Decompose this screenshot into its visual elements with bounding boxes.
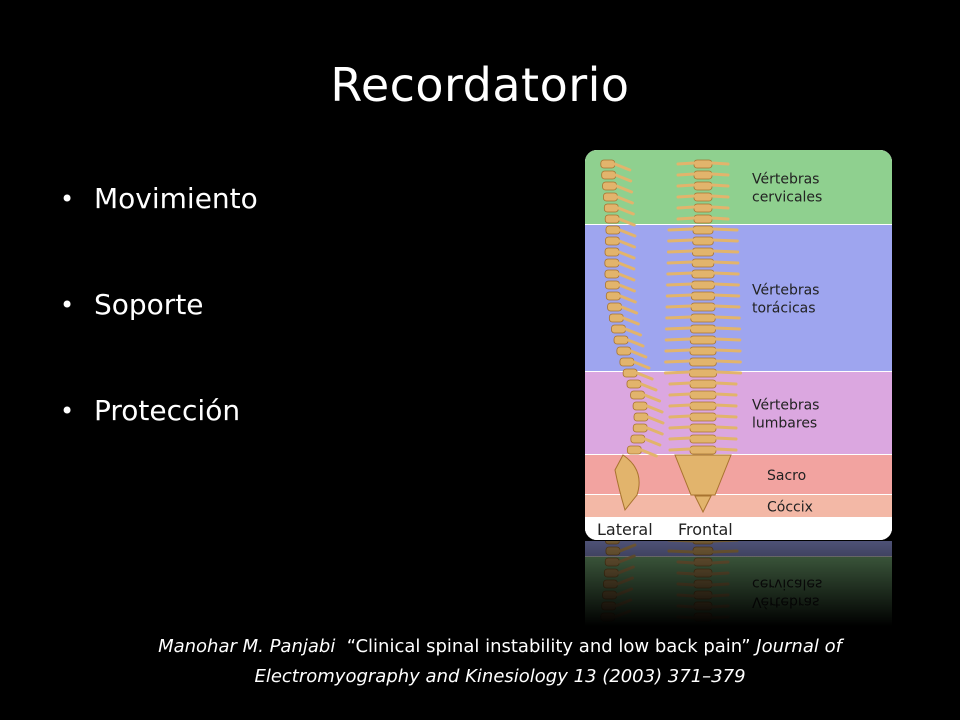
region-label: Cóccix	[767, 500, 813, 516]
view-label-frontal: Frontal	[678, 520, 733, 539]
bullet-item: • Protección	[60, 384, 258, 438]
region-band-cervical	[585, 150, 892, 225]
bullet-item: • Movimiento	[60, 172, 258, 226]
svg-text:cervicales: cervicales	[752, 576, 822, 592]
spine-figure-reflection: VértebrascervicalesVértebrastorácicasVér…	[585, 541, 892, 631]
region-label: torácicas	[752, 301, 816, 317]
bullet-text: Protección	[94, 394, 241, 427]
spine-diagram-reflection: VértebrascervicalesVértebrastorácicasVér…	[585, 541, 892, 631]
citation-journal: Journal of	[756, 636, 842, 657]
citation: Manohar M. Panjabi “Clinical spinal inst…	[120, 632, 880, 692]
bullet-text: Movimiento	[94, 182, 258, 215]
region-label: Sacro	[767, 468, 806, 484]
region-label: Vértebras	[752, 172, 819, 188]
region-label: Vértebras	[752, 283, 819, 299]
bullet-dot-icon: •	[60, 291, 75, 319]
bullet-text: Soporte	[94, 288, 204, 321]
region-band-coccyx	[585, 495, 892, 518]
spine-diagram: VértebrascervicalesVértebrastorácicasVér…	[585, 150, 892, 540]
region-label: cervicales	[752, 190, 822, 206]
bullet-list: • Movimiento • Soporte • Protección	[60, 172, 258, 490]
citation-author: Manohar M. Panjabi	[158, 636, 336, 657]
bullet-dot-icon: •	[60, 397, 75, 425]
view-label-lateral: Lateral	[597, 520, 653, 539]
bullet-dot-icon: •	[60, 185, 75, 213]
region-band-thoracic	[585, 225, 892, 372]
region-label: lumbares	[752, 416, 817, 432]
region-label: Vértebras	[752, 398, 819, 414]
citation-article-title: “Clinical spinal instability and low bac…	[346, 636, 751, 657]
citation-journal-details: Electromyography and Kinesiology 13 (200…	[254, 666, 746, 687]
svg-text:Vértebras: Vértebras	[752, 594, 819, 610]
slide-title: Recordatorio	[330, 58, 630, 112]
bullet-item: • Soporte	[60, 278, 258, 332]
